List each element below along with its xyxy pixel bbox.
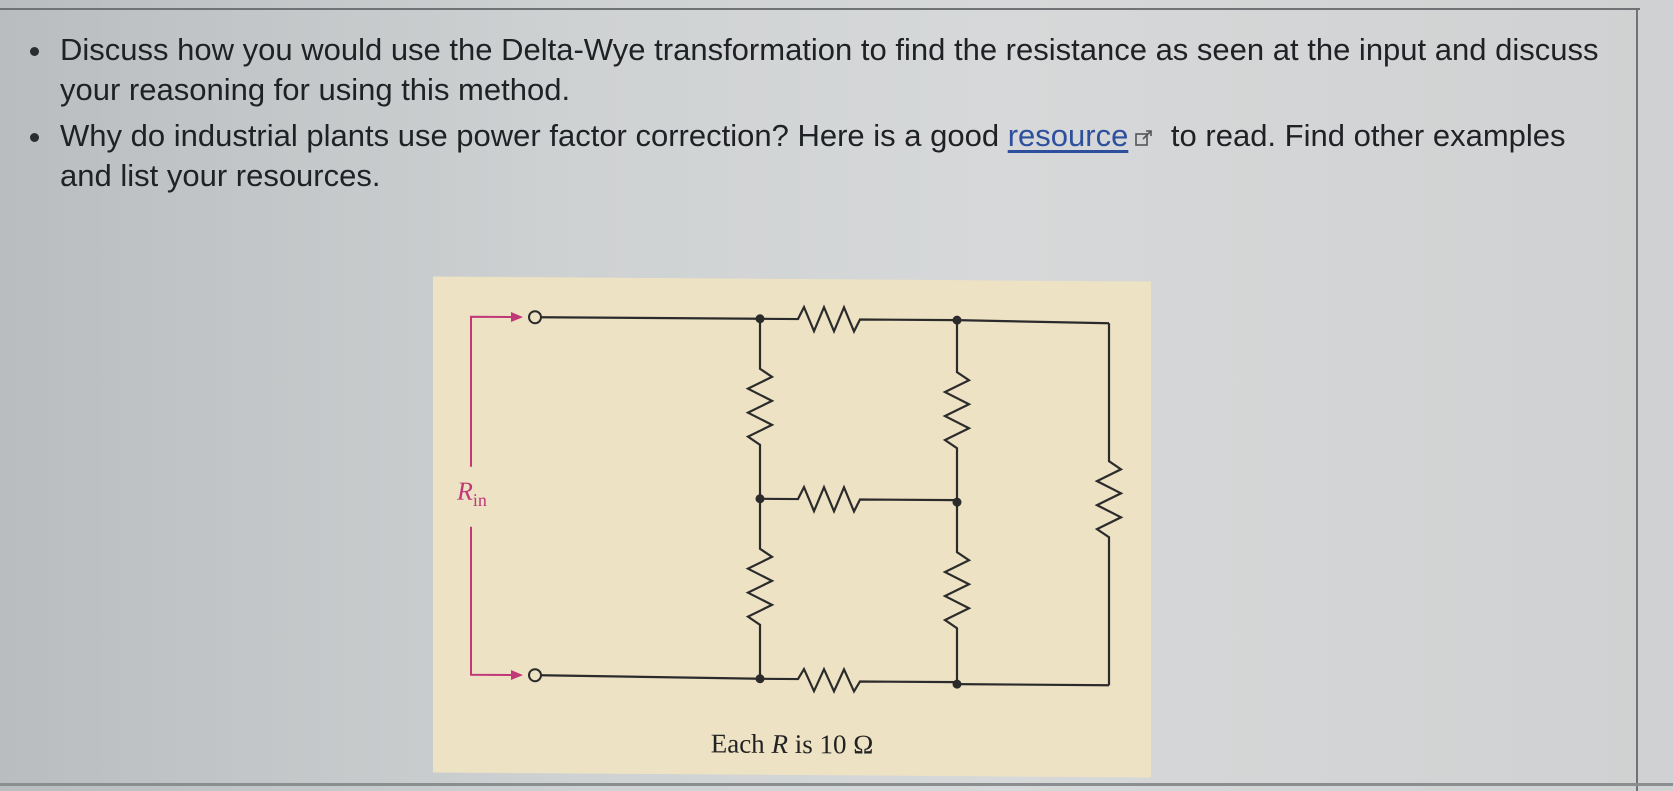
node <box>755 494 765 504</box>
question-text-before: Why do industrial plants use power facto… <box>60 118 1008 153</box>
node <box>952 679 962 689</box>
resource-link[interactable]: resource <box>1007 118 1129 153</box>
question-text: Discuss how you would use the Delta-Wye … <box>60 32 1599 107</box>
arrowhead-top <box>511 312 523 323</box>
rin-label: Rin <box>457 476 487 511</box>
panel-border-right <box>1636 8 1638 791</box>
node <box>952 497 962 507</box>
rin-arrow-top <box>470 315 513 467</box>
rin-arrow-bottom <box>470 526 513 677</box>
external-link-icon[interactable] <box>1134 128 1154 148</box>
node <box>755 314 765 324</box>
assignment-content: Discuss how you would use the Delta-Wye … <box>30 30 1620 202</box>
panel-border-top <box>0 8 1640 10</box>
arrowhead-bottom <box>511 670 523 681</box>
resistor-middle <box>760 484 957 515</box>
figure-caption: Each R is 10 Ω <box>710 728 874 760</box>
input-terminal-bottom <box>528 668 542 683</box>
panel-border-bottom <box>0 783 1673 786</box>
wire-top-left <box>541 316 760 320</box>
wire-top-right <box>956 319 1110 325</box>
circuit-diagram <box>470 304 1124 694</box>
node <box>952 315 962 325</box>
node <box>755 674 765 684</box>
question-item-delta-wye: Discuss how you would use the Delta-Wye … <box>30 30 1620 110</box>
input-terminal-top <box>528 310 542 325</box>
resistor-left-lower <box>745 498 775 679</box>
resistor-outer-right <box>1094 323 1124 686</box>
bullet-dot <box>30 47 39 56</box>
resistor-bottom <box>760 666 957 694</box>
resistor-right-lower <box>942 502 972 685</box>
wire-bottom-left <box>540 674 761 680</box>
resistor-top <box>760 304 957 335</box>
bullet-dot <box>30 133 39 142</box>
question-text-after: to read. Find other examples and list yo… <box>60 118 1566 193</box>
question-list: Discuss how you would use the Delta-Wye … <box>30 30 1620 196</box>
resistor-right-upper <box>942 320 972 503</box>
circuit-figure: Rin Each R is 10 Ω <box>433 276 1151 778</box>
question-item-power-factor: Why do industrial plants use power facto… <box>30 116 1620 196</box>
resistor-left-upper <box>745 318 775 499</box>
wire-bottom-right <box>957 683 1109 687</box>
